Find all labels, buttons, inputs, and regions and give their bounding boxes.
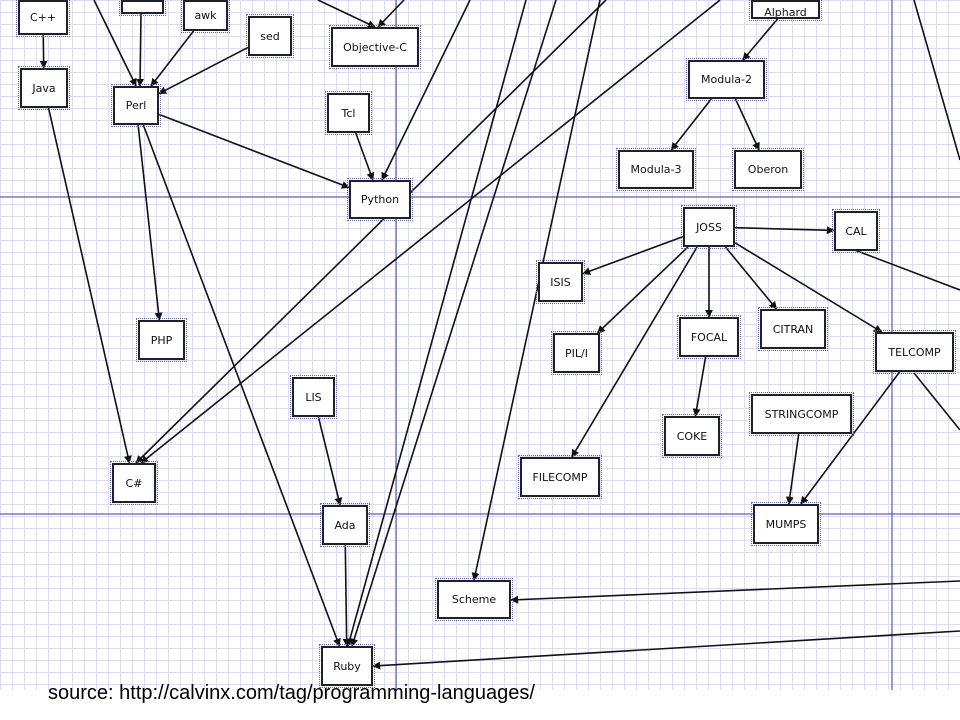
edge	[135, 0, 607, 464]
edge	[510, 580, 960, 604]
edge-tcl-to-python	[355, 132, 375, 181]
edge	[913, 0, 960, 161]
edge-stringcomp-to-mumps	[785, 433, 800, 505]
edge-layer	[0, 0, 960, 690]
edge-modula2-to-oberon	[734, 98, 760, 151]
edge-alphard-to-modula2	[742, 18, 779, 61]
node-modula-3[interactable]: Modula-3	[616, 148, 696, 191]
edge-sed-to-perl	[158, 46, 249, 95]
node-cal[interactable]: CAL	[832, 209, 880, 253]
diagram-canvas: C++ Java awk sed Perl Objective-C Tcl Py…	[0, 0, 960, 690]
source-caption: source: http://calvinx.com/tag/programmi…	[48, 682, 535, 704]
edge	[381, 0, 471, 181]
edge	[851, 248, 960, 291]
node-sed[interactable]: sed	[246, 14, 294, 58]
node-telcomp[interactable]: TELCOMP	[873, 330, 956, 374]
edge	[377, 0, 405, 28]
edge-joss-to-pl1	[596, 246, 689, 334]
node-php[interactable]: PHP	[136, 318, 187, 362]
node-focal[interactable]: FOCAL	[677, 315, 741, 359]
node-isis[interactable]: ISIS	[536, 260, 585, 304]
edge-perl-to-php	[137, 124, 163, 321]
node-pl1[interactable]: PIL/I	[551, 331, 602, 375]
edge	[346, 0, 527, 647]
edge-perl-to-python	[158, 113, 350, 189]
edge-joss-to-telcomp	[734, 242, 883, 333]
edge-java-to-csharp	[47, 107, 132, 464]
edge-joss-to-cal	[734, 226, 835, 235]
edge-awk-to-perl	[150, 30, 195, 87]
node-mumps[interactable]: MUMPS	[751, 502, 821, 546]
node-objective-c[interactable]: Objective-C	[329, 25, 421, 69]
edge	[140, 0, 721, 464]
edge	[913, 372, 960, 431]
node-scheme[interactable]: Scheme	[435, 578, 513, 621]
edge	[471, 0, 601, 581]
edge	[317, 0, 376, 28]
node-tcl[interactable]: Tcl	[325, 91, 372, 135]
node-cpp[interactable]: C++	[16, 0, 70, 37]
edge-focal-to-coke	[692, 356, 707, 417]
edge	[93, 0, 137, 87]
edge	[372, 630, 960, 670]
node-ada[interactable]: Ada	[320, 503, 370, 547]
edge-perl-to-ruby	[142, 124, 341, 647]
node-unlabeled[interactable]	[119, 0, 166, 16]
node-python[interactable]: Python	[347, 178, 413, 221]
edge-joss-to-filecomp	[571, 246, 698, 458]
edge-lis-to-ada	[317, 416, 343, 506]
node-citran[interactable]: CITRAN	[758, 307, 828, 351]
node-awk[interactable]: awk	[181, 0, 230, 33]
edge-telcomp-to-mumps	[800, 371, 901, 505]
node-csharp[interactable]: C#	[110, 461, 158, 505]
node-perl[interactable]: Perl	[111, 84, 161, 127]
edge-modula2-to-modula3	[670, 98, 712, 151]
node-lis[interactable]: LIS	[290, 375, 337, 419]
node-modula-2[interactable]: Modula-2	[686, 58, 767, 101]
node-coke[interactable]: COKE	[662, 414, 722, 458]
edge	[136, 13, 145, 87]
node-java[interactable]: Java	[18, 66, 70, 110]
edge-joss-to-citran	[724, 246, 778, 310]
node-ruby[interactable]: Ruby	[319, 644, 375, 688]
node-stringcomp[interactable]: STRINGCOMP	[749, 392, 854, 436]
node-alphard[interactable]: Alphard	[749, 0, 822, 21]
edge-ada-to-ruby	[342, 544, 351, 647]
edge	[350, 0, 557, 647]
edge-joss-to-isis	[582, 235, 684, 275]
node-joss[interactable]: JOSS	[681, 205, 737, 249]
node-filecomp[interactable]: FILECOMP	[518, 455, 602, 499]
node-oberon[interactable]: Oberon	[732, 148, 804, 191]
